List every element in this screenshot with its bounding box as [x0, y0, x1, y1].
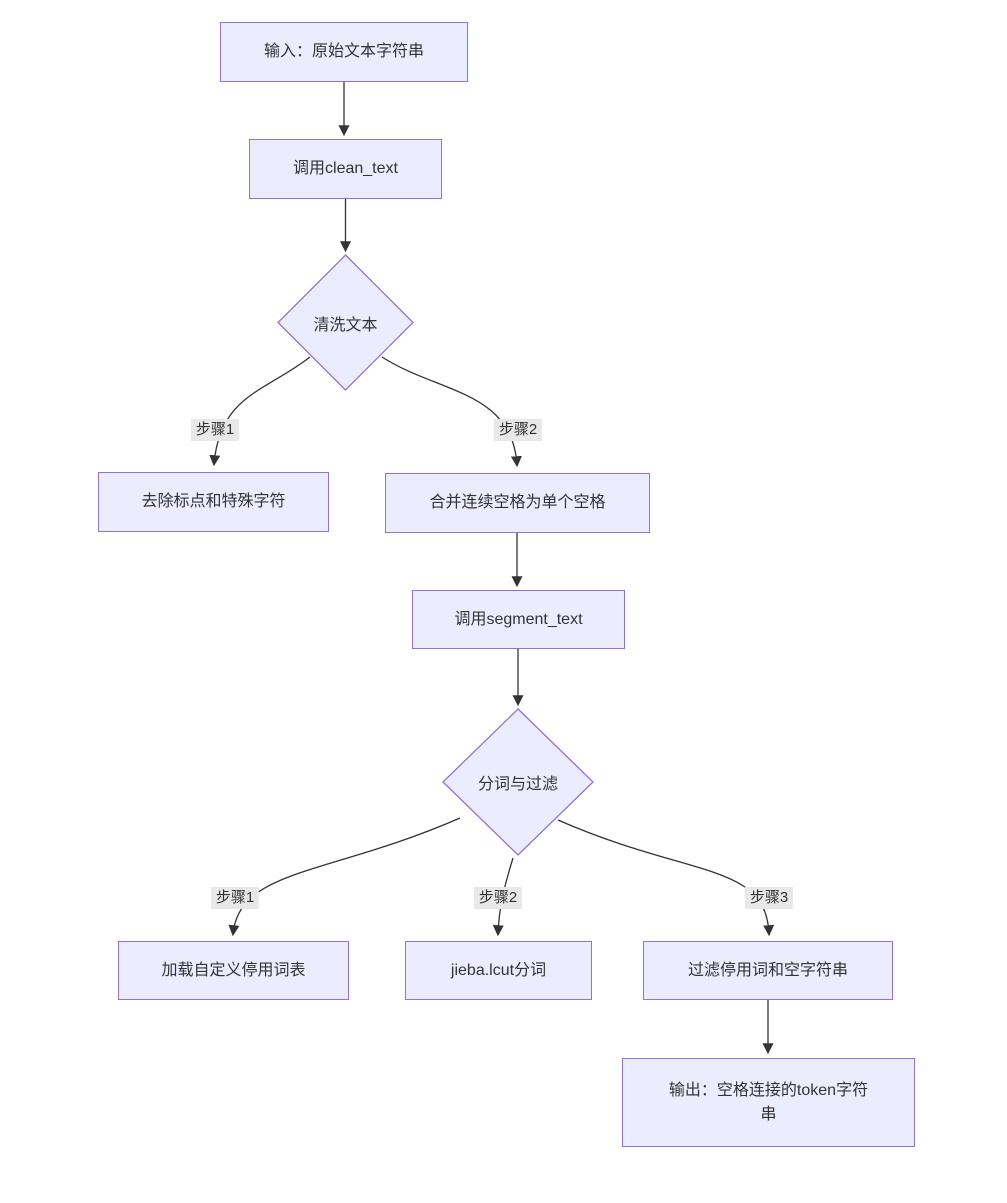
- node-filter-stopwords: 过滤停用词和空字符串: [643, 941, 893, 1000]
- node-load-stopwords-label: 加载自定义停用词表: [161, 961, 306, 979]
- node-filter-stopwords-label: 过滤停用词和空字符串: [687, 961, 848, 979]
- node-input-label: 输入：原始文本字符串: [263, 43, 424, 61]
- node-load-stopwords: 加载自定义停用词表: [118, 941, 349, 1000]
- edge-label-clean-step2: 步骤2: [493, 419, 543, 441]
- edge-label-segment-step1: 步骤1: [210, 887, 260, 909]
- node-segment-decision-label: 分词与过滤: [477, 776, 559, 793]
- node-output-label: 输出：空格连接的token字符串: [668, 1082, 869, 1123]
- edge-decision2-step3: [557, 819, 775, 937]
- node-jieba-cut: jieba.lcut分词: [405, 941, 592, 1000]
- node-output: 输出：空格连接的token字符串: [622, 1058, 915, 1147]
- node-input: 输入：原始文本字符串: [220, 22, 468, 82]
- node-clean-call: 调用clean_text: [249, 139, 442, 199]
- edge-label-segment-step2: 步骤2: [473, 887, 523, 909]
- edge-label-clean-step1: 步骤1: [190, 419, 240, 441]
- node-merge-spaces-label: 合并连续空格为单个空格: [429, 494, 606, 512]
- node-segment-call: 调用segment_text: [412, 590, 625, 649]
- node-jieba-cut-label: jieba.lcut分词: [450, 961, 547, 979]
- node-remove-punct-label: 去除标点和特殊字符: [141, 493, 286, 511]
- diamond-segment-decision: [442, 708, 594, 856]
- edge-decision2-step1: [228, 817, 461, 937]
- node-clean-call-label: 调用clean_text: [293, 160, 398, 178]
- diamond-clean-decision: [277, 254, 414, 391]
- node-clean-decision-label: 清洗文本: [313, 316, 378, 334]
- edge-label-segment-step3: 步骤3: [744, 887, 794, 909]
- edge-decision1-step1: [209, 356, 311, 467]
- node-remove-punct: 去除标点和特殊字符: [98, 472, 329, 532]
- node-merge-spaces: 合并连续空格为单个空格: [385, 473, 650, 533]
- edge-decision1-step2: [381, 356, 522, 468]
- node-segment-call-label: 调用segment_text: [454, 610, 583, 628]
